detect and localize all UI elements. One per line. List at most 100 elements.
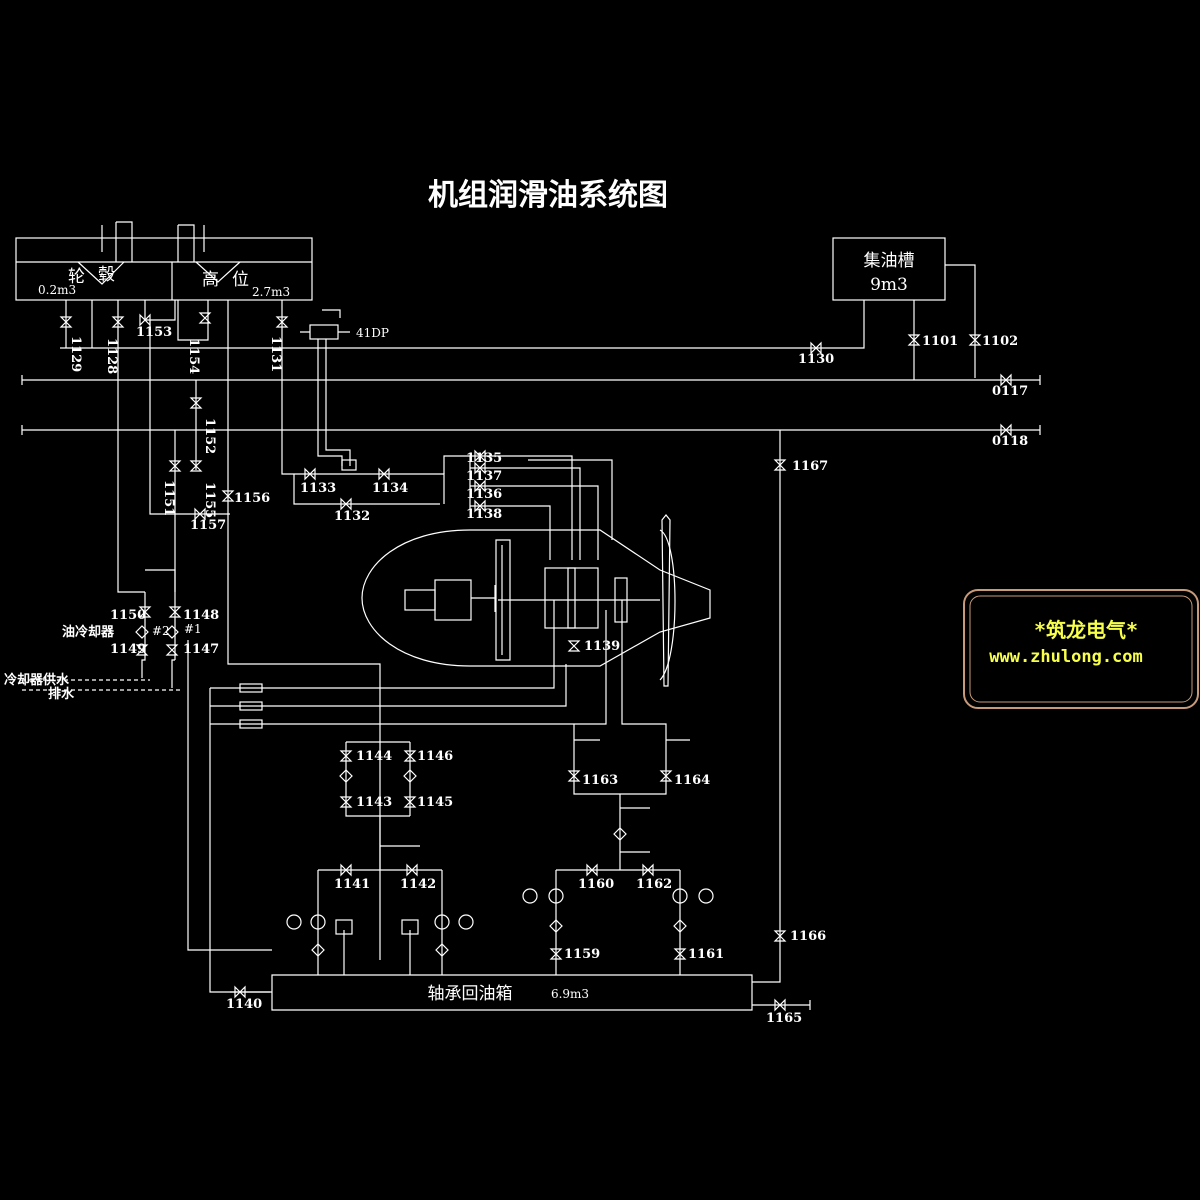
valve-label: 1139 <box>584 639 620 654</box>
valve-label: 1145 <box>417 795 453 810</box>
bearing-tank-volume: 6.9m3 <box>551 987 589 1001</box>
valve-icon <box>189 397 203 409</box>
valve-icon <box>138 606 152 618</box>
watermark-url: www.zhulong.com <box>989 647 1143 667</box>
high-tank-label-right: 位 <box>232 270 249 290</box>
valve-label: 1136 <box>466 487 502 502</box>
valve-icon <box>1000 373 1012 387</box>
pumps <box>135 625 714 957</box>
valve-icon <box>168 460 182 472</box>
valve-label: 1138 <box>466 507 502 522</box>
valve-icon <box>474 499 486 513</box>
valve-label: 1137 <box>466 469 502 484</box>
valve-label: 1165 <box>766 1011 802 1026</box>
side-labels: 油冷却器 冷却器供水 排水 #2 #1 41DP <box>4 326 389 702</box>
valve-icon <box>642 863 654 877</box>
valve-icon <box>403 796 417 808</box>
valve-label: 1159 <box>564 947 600 962</box>
valve-label: 1162 <box>636 877 672 892</box>
valve-label: 1129 <box>68 336 83 372</box>
valve-label: 1153 <box>136 325 172 340</box>
valve-icon <box>275 316 289 328</box>
valve-label: 1149 <box>110 642 146 657</box>
valve-icon <box>165 644 179 656</box>
valve-icon <box>189 460 203 472</box>
valve-label: 1151 <box>161 480 176 516</box>
valve-label: 1146 <box>417 749 453 764</box>
valve-label: 1142 <box>400 877 436 892</box>
valve-label: 1140 <box>226 997 262 1012</box>
valve-icon <box>774 998 786 1012</box>
valve-icon <box>968 334 982 346</box>
valve-label: 1148 <box>183 608 219 623</box>
valve-label: 1143 <box>356 795 392 810</box>
valve-label: 1152 <box>202 418 217 454</box>
valve-icon <box>194 507 206 521</box>
valve-icon <box>549 948 563 960</box>
watermark: *筑龙电气* www.zhulong.com <box>963 589 1199 709</box>
diagram-title: 机组润滑油系统图 <box>428 178 668 213</box>
valve-label: 1156 <box>234 491 270 506</box>
valve-label: 1101 <box>922 334 958 349</box>
valve-label: 1130 <box>798 352 834 367</box>
bearing-tank-name: 轴承回油箱 <box>428 984 513 1004</box>
valve-icon <box>198 312 212 324</box>
valve-icon <box>339 750 353 762</box>
main-pipework <box>21 300 1041 1011</box>
oil-cooler-label: 油冷却器 <box>62 624 115 640</box>
valve-icon <box>773 930 787 942</box>
valve-label: 1166 <box>790 929 826 944</box>
valve-label: 1155 <box>202 482 217 518</box>
valve-label: 1160 <box>578 877 614 892</box>
collector-tank: 集油槽 9m3 <box>816 237 976 380</box>
valve-label: 1128 <box>104 338 119 374</box>
valve-icon <box>659 770 673 782</box>
collector-tank-volume: 9m3 <box>870 275 908 295</box>
bearing-return-tank: 轴承回油箱 6.9m3 <box>428 984 590 1004</box>
valve-icon <box>474 479 486 493</box>
valve-label: 1144 <box>356 749 392 764</box>
high-tank-label-left: 高 <box>202 270 219 290</box>
valve-icon <box>221 490 235 502</box>
valve-label: 1163 <box>582 773 618 788</box>
valve-icon <box>139 313 151 327</box>
valve-label: 1154 <box>186 338 201 374</box>
valve-icon <box>586 863 598 877</box>
valve-icon <box>406 863 418 877</box>
valve-label: 1161 <box>688 947 724 962</box>
valve-41dp-label: 41DP <box>356 326 389 340</box>
valve-icon <box>567 770 581 782</box>
valve-label: 1167 <box>792 459 828 474</box>
valve-label: 1132 <box>334 509 370 524</box>
valve-icon <box>340 497 352 511</box>
valve-icon <box>907 334 921 346</box>
watermark-name: *筑龙电气* <box>1034 618 1138 642</box>
valve-icon <box>378 467 390 481</box>
valve-label: 1133 <box>300 481 336 496</box>
valve-icon <box>474 461 486 475</box>
valve-icon <box>810 341 822 355</box>
high-tank-volume: 2.7m3 <box>252 285 290 299</box>
valve-label: 1135 <box>466 451 502 466</box>
valve-icon <box>340 863 352 877</box>
valve-icon <box>339 796 353 808</box>
hub-tank-volume: 0.2m3 <box>38 283 76 297</box>
valve-icon <box>304 467 316 481</box>
cooler-supply-label: 冷却器供水 <box>4 672 70 688</box>
valve-label: 1141 <box>334 877 370 892</box>
hub-tank-label-right: 毂 <box>98 265 115 285</box>
turbine-unit <box>361 514 711 687</box>
valve-icon <box>135 644 149 656</box>
drain-label: 排水 <box>48 686 75 702</box>
cooler-1-label: #1 <box>184 622 202 636</box>
valve-icon <box>474 449 486 463</box>
valve-label: 1150 <box>110 608 146 623</box>
upper-tanks: 轮 毂 0.2m3 高 位 2.7m3 <box>15 221 313 301</box>
valve-label: 0118 <box>992 434 1028 449</box>
cooler-2-label: #2 <box>152 624 170 638</box>
valve-icon <box>168 606 182 618</box>
valve-symbols <box>59 312 1012 1012</box>
valve-icon <box>1000 423 1012 437</box>
